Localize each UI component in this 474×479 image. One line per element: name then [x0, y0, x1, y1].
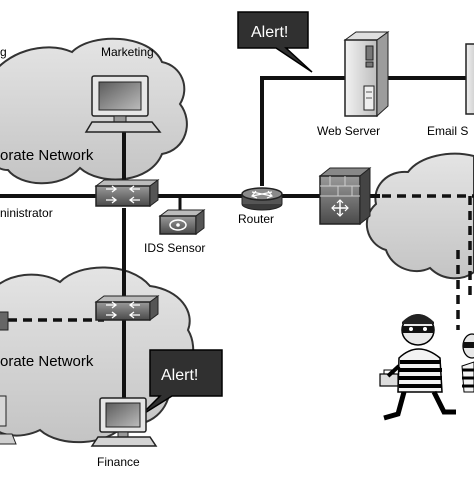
internet-cloud: [366, 152, 474, 280]
firewall-device: [318, 166, 372, 226]
marketing-workstation: [84, 75, 162, 133]
alert-callout-top: [237, 11, 313, 73]
bottom-switch: [94, 295, 160, 321]
partial-workstation-bottom-left: [0, 395, 17, 445]
core-switch: [94, 179, 160, 207]
email-server-label: Email S: [427, 124, 468, 138]
email-server: [465, 43, 474, 115]
alert-callout-bottom: [139, 349, 223, 417]
marketing-label: Marketing: [101, 45, 154, 59]
finance-label: Finance: [97, 455, 140, 469]
burglar-icon-partial: [461, 333, 474, 393]
top-left-fragment-label: g: [0, 45, 7, 59]
alert-bottom-text: Alert!: [161, 367, 198, 384]
corporate-network-bottom-label: orate Network: [0, 353, 94, 370]
router-device: [241, 187, 283, 211]
router-label: Router: [238, 212, 274, 226]
ids-sensor-device: [158, 209, 206, 235]
finance-workstation: [90, 397, 158, 447]
web-server-label: Web Server: [317, 124, 380, 138]
ids-sensor-label: IDS Sensor: [144, 241, 205, 255]
burglar-icon: [379, 314, 456, 421]
partial-workstation-left: [0, 311, 9, 331]
alert-top-text: Alert!: [251, 24, 288, 41]
web-server: [343, 31, 390, 118]
corporate-network-top-label: orate Network: [0, 147, 94, 164]
administrator-label: ninistrator: [0, 206, 53, 220]
